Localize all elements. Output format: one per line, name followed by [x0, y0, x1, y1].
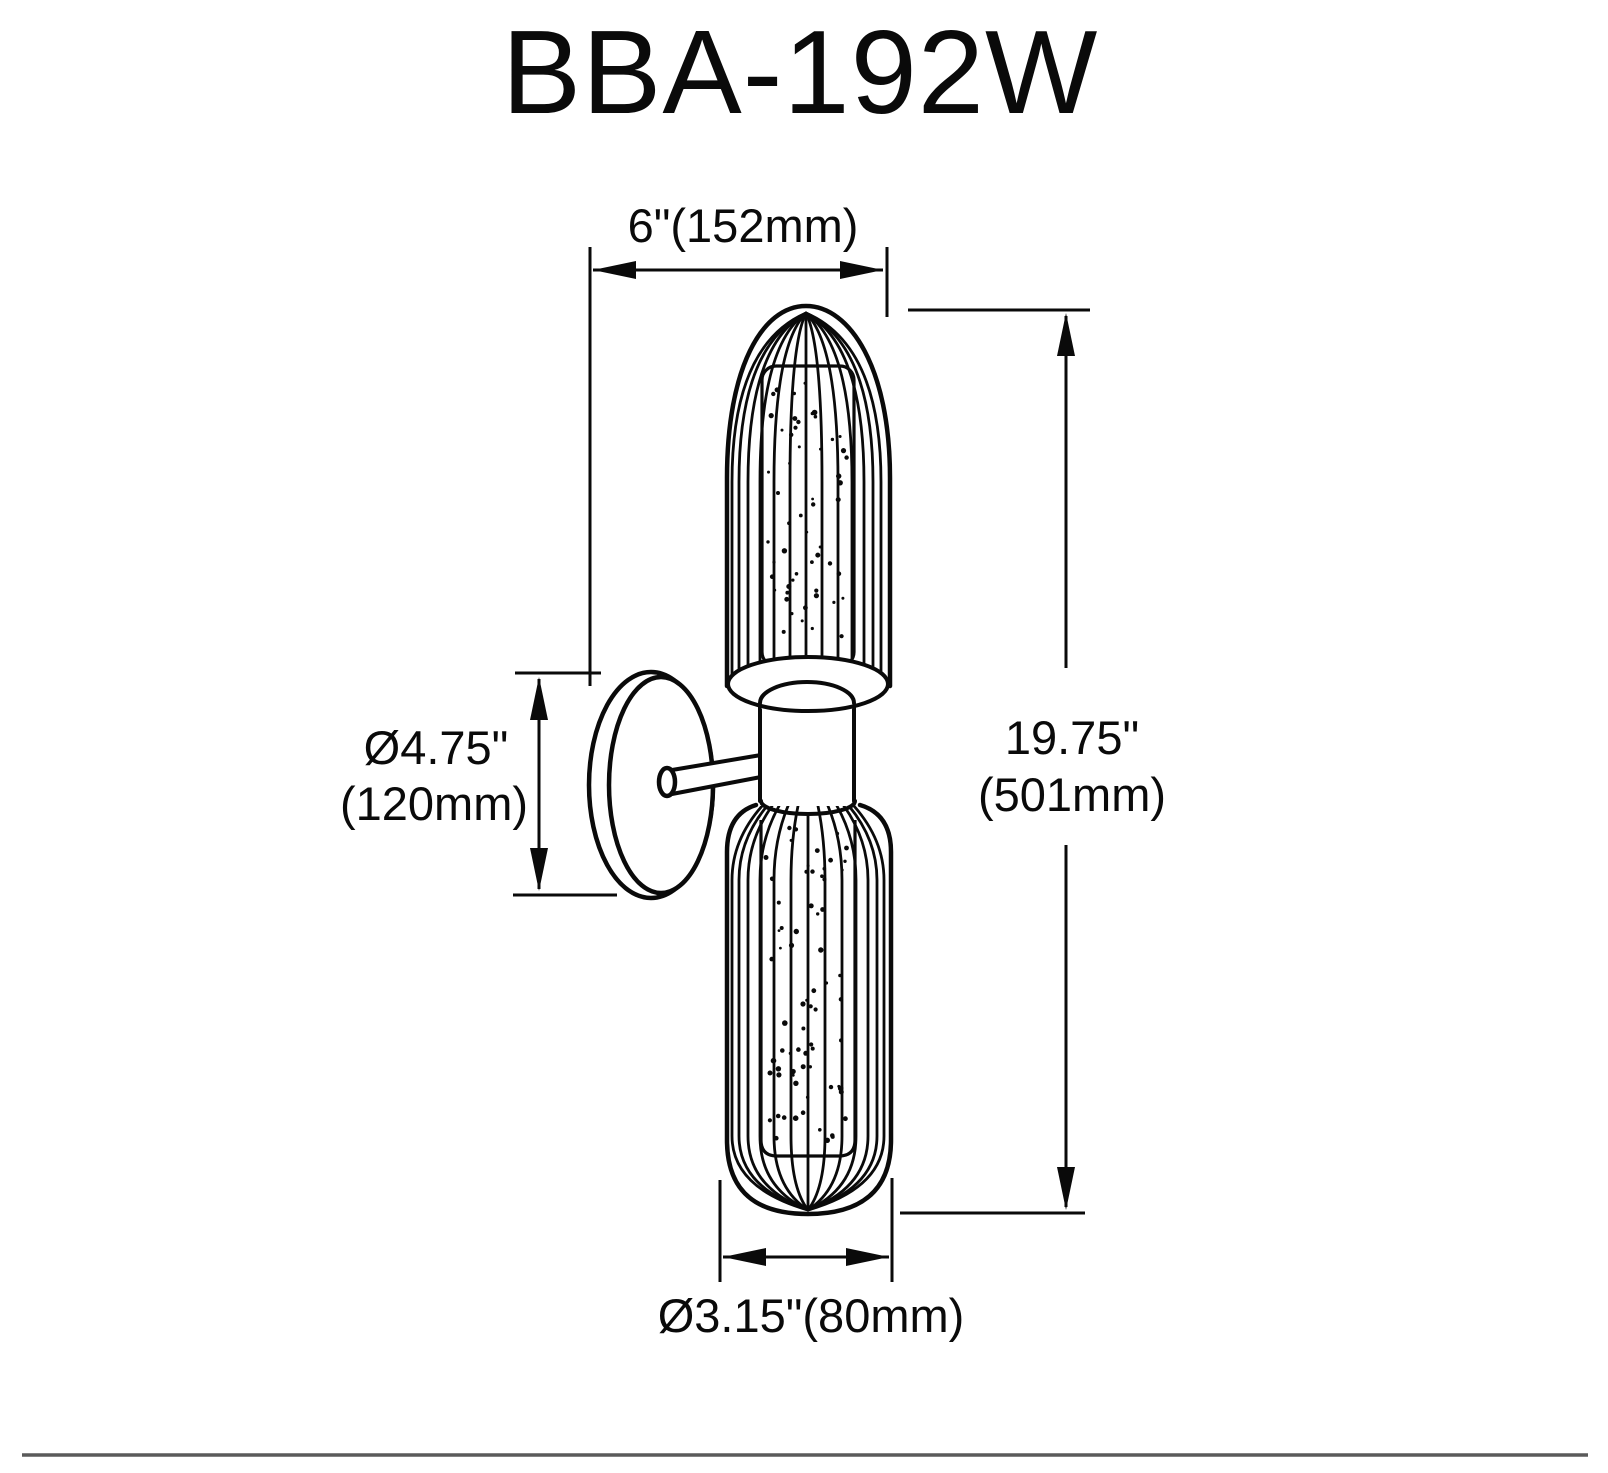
- shade-diameter-label: Ø3.15"(80mm): [658, 1289, 965, 1342]
- seeded-glass-dots: [766, 381, 849, 639]
- backplate-diameter-dimension: Ø4.75" (120mm): [340, 671, 617, 897]
- width-dimension: 6"(152mm): [588, 199, 889, 686]
- arrow-left-icon: [593, 261, 636, 279]
- connector-body: [760, 682, 854, 806]
- center-connector: [758, 682, 857, 816]
- arrow-left-icon: [723, 1248, 766, 1266]
- top-shade-rim-outer-edge: [726, 655, 890, 713]
- top-shade-outline: [724, 303, 893, 689]
- bottom-shade-outline: [724, 802, 894, 1217]
- arm-top-edge: [670, 753, 763, 772]
- bottom-shade-inner-diffuser: [759, 820, 857, 1158]
- arrow-up-icon: [1057, 313, 1075, 356]
- height-dimension-mm-label: (501mm): [978, 768, 1166, 821]
- arrow-up-icon: [530, 677, 548, 720]
- arm-body: [672, 755, 761, 794]
- shade-diameter-dimension: Ø3.15"(80mm): [658, 1178, 965, 1342]
- arrow-right-icon: [846, 1248, 889, 1266]
- arrow-down-icon: [530, 848, 548, 891]
- width-dimension-label: 6"(152mm): [628, 199, 859, 252]
- top-shade: [724, 303, 893, 724]
- arm-bottom-edge: [670, 775, 763, 796]
- arm-end-cap: [656, 765, 678, 799]
- bottom-shade-opening-rim: [759, 799, 857, 816]
- top-shade-rim-inner-edge: [758, 680, 856, 705]
- height-dimension-inches-label: 19.75": [1005, 711, 1139, 764]
- top-shade-ribs: [730, 311, 883, 682]
- backplate-diameter-mm-label: (120mm): [340, 777, 528, 830]
- product-code-title: BBA-192W: [502, 6, 1099, 139]
- backplate-diameter-inches-label: Ø4.75": [364, 721, 509, 774]
- bottom-shade-ribs: [730, 804, 886, 1212]
- height-dimension: 19.75" (501mm): [900, 308, 1166, 1215]
- arrow-down-icon: [1057, 1167, 1075, 1210]
- seeded-glass-dots: [763, 825, 849, 1144]
- arrow-right-icon: [840, 261, 883, 279]
- top-shade-rim-band: [728, 657, 888, 724]
- bottom-shade: [724, 802, 894, 1217]
- wall-sconce-drawing: [586, 303, 894, 1217]
- mounting-arm: [656, 753, 763, 799]
